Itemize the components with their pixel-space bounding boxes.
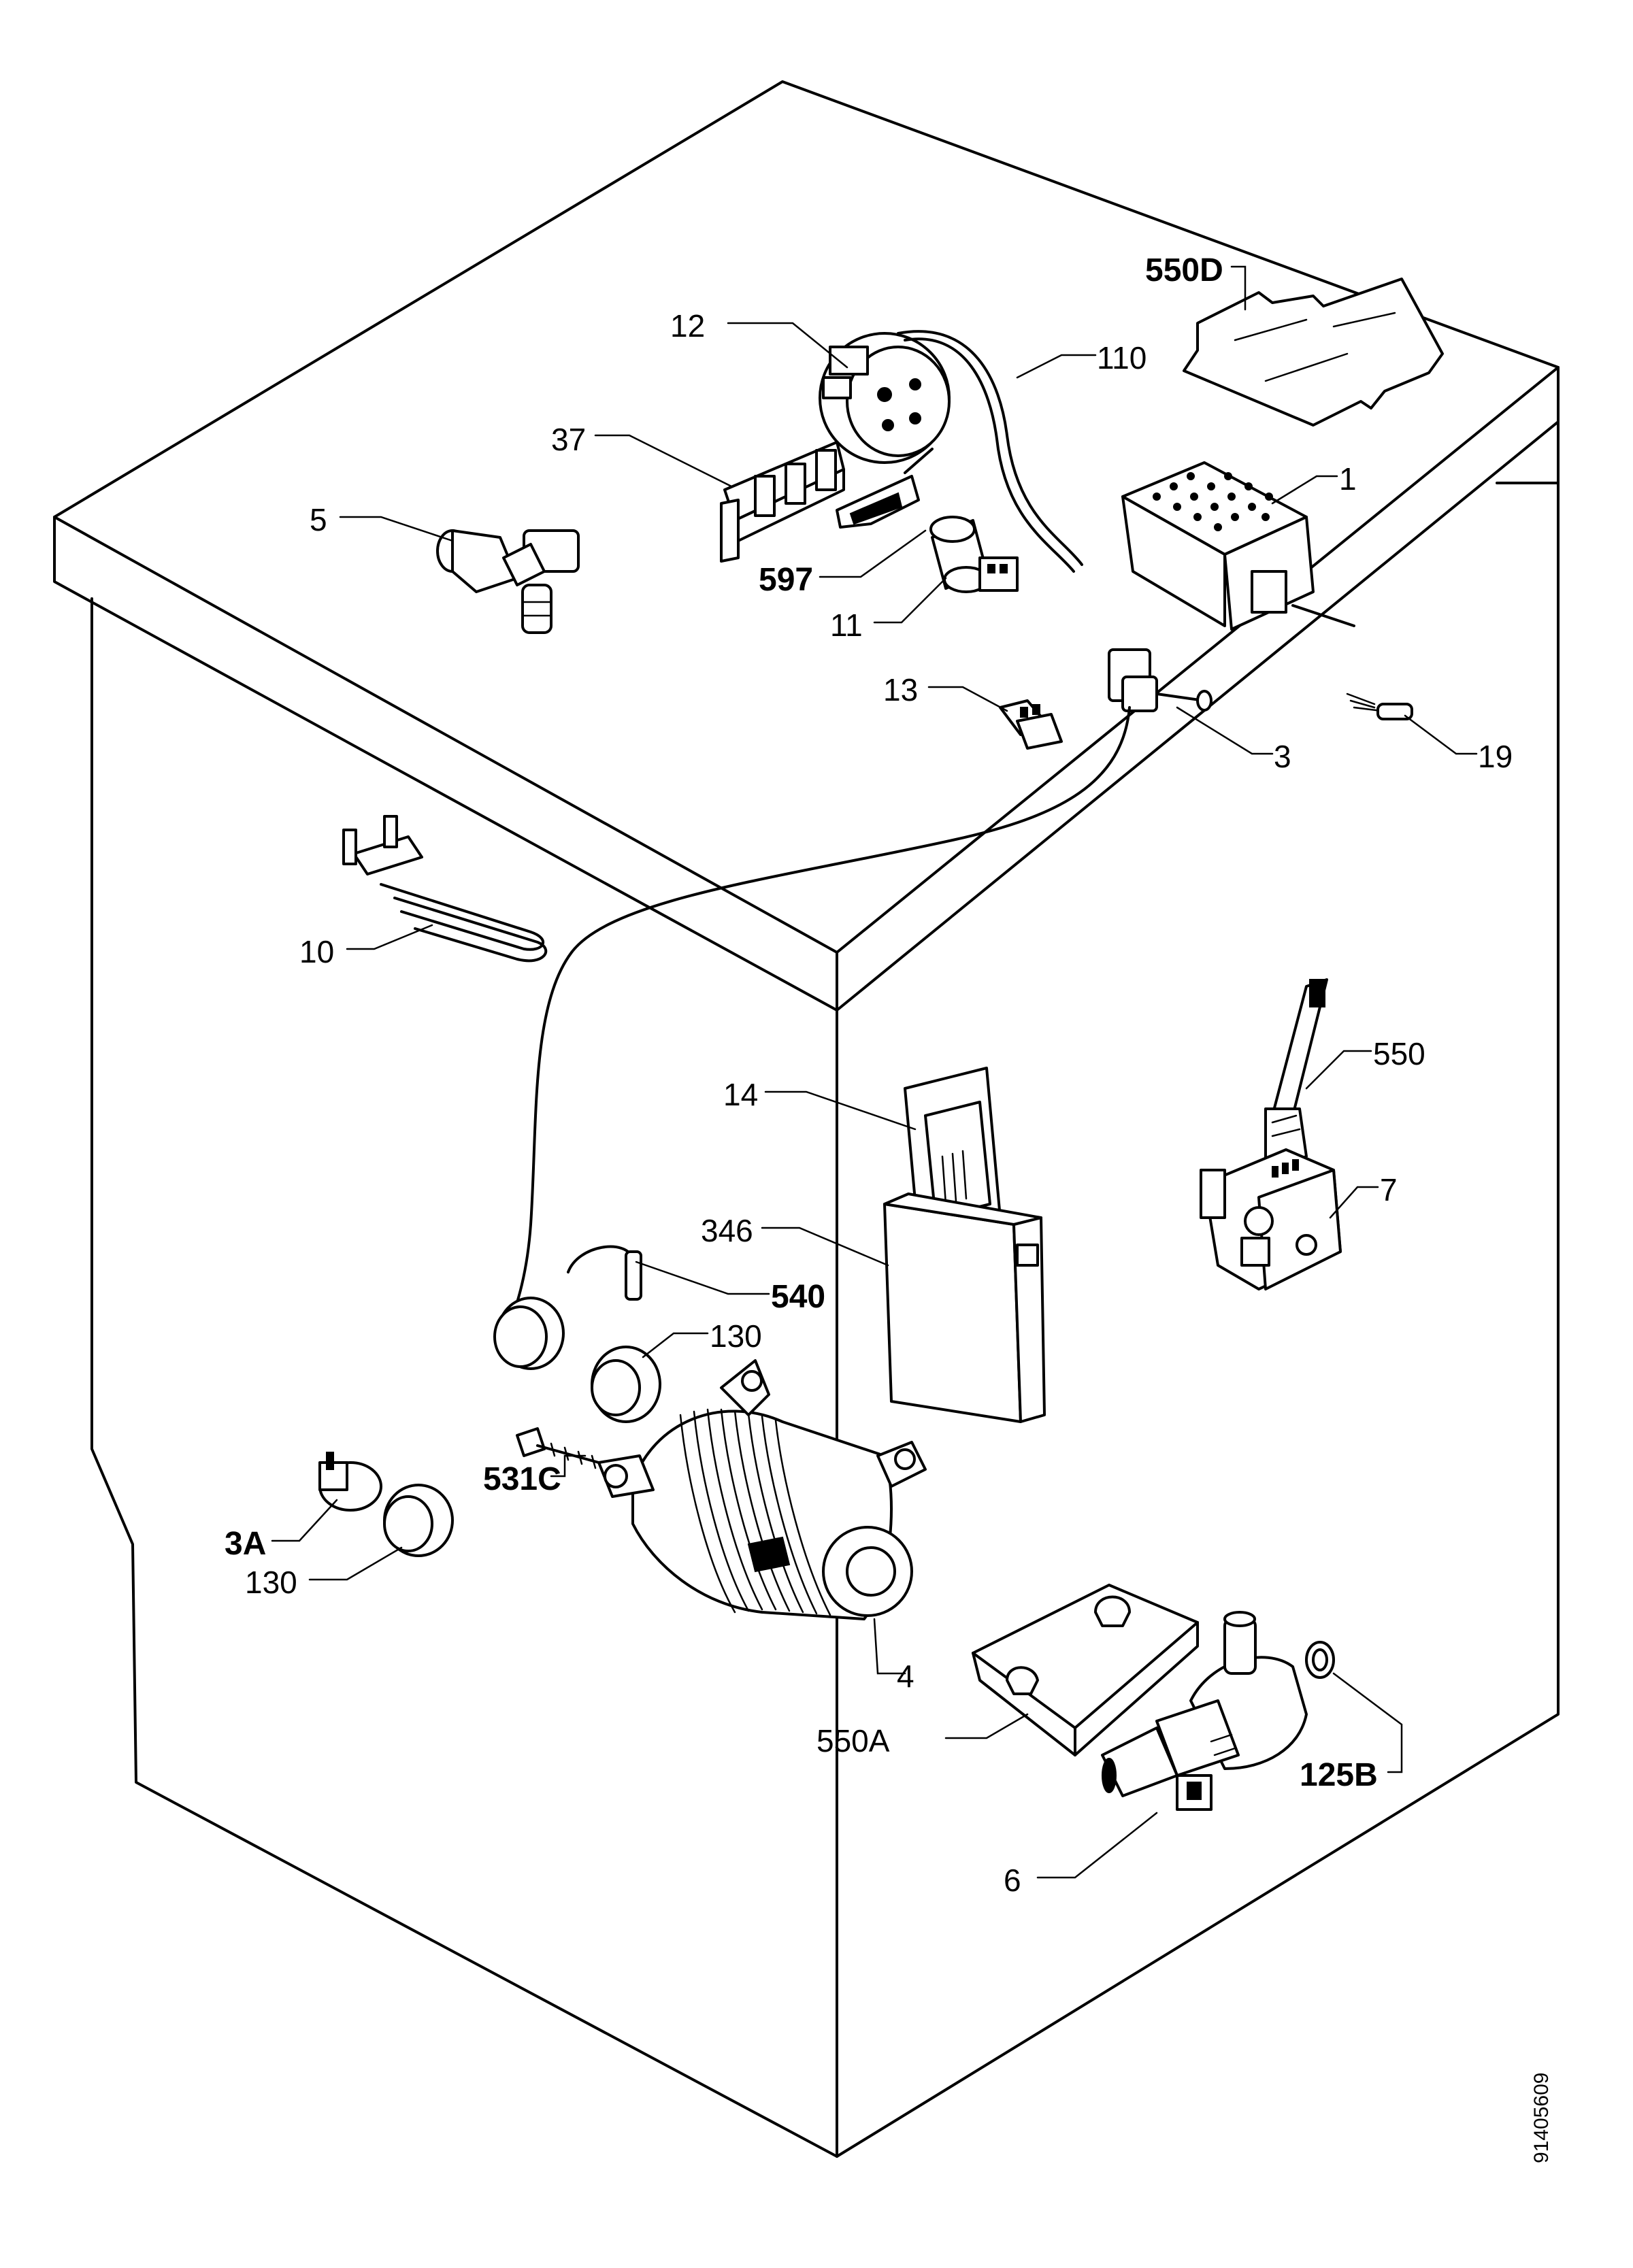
label-7: 7 [1380, 1172, 1398, 1207]
label-5: 5 [310, 502, 327, 537]
label-10: 10 [299, 934, 334, 969]
label-125b: 125B [1300, 1757, 1378, 1793]
label-4: 4 [897, 1658, 914, 1694]
sensor-19 [1346, 693, 1413, 720]
capacitor-11 [929, 516, 1019, 593]
grommet-130-upper [591, 1346, 661, 1423]
label-13: 13 [883, 672, 918, 707]
label-6: 6 [1004, 1863, 1021, 1898]
hose-110 [897, 330, 1083, 573]
clamp-540 [567, 1245, 642, 1301]
door-lock-7 [1200, 1148, 1342, 1290]
part-labels: 550D 12 110 37 5 1 597 11 13 3 19 10 550… [225, 252, 1513, 1898]
pressure-switch-12 [819, 332, 951, 464]
label-531c: 531C [483, 1461, 561, 1497]
thermostat-3 [509, 648, 1213, 1321]
label-550a: 550A [816, 1723, 890, 1758]
label-130-upper: 130 [710, 1318, 762, 1354]
door-lock-lever-550 [1264, 978, 1328, 1171]
label-1: 1 [1339, 461, 1357, 497]
support-550a [972, 1584, 1199, 1756]
programmer-module-1 [1121, 461, 1355, 631]
filter-panel-14 [904, 1067, 1002, 1239]
label-37: 37 [551, 422, 586, 457]
label-14: 14 [723, 1077, 758, 1112]
cover-plate-550d [1183, 278, 1444, 427]
thermostat-3a [318, 1452, 382, 1512]
label-346: 346 [701, 1213, 753, 1248]
leader-lines [271, 265, 1478, 1879]
valve-5 [436, 529, 580, 634]
label-11: 11 [830, 607, 863, 643]
heating-element-10 [342, 815, 548, 963]
clip-597 [836, 448, 934, 529]
filter-box-346 [883, 1193, 1046, 1423]
label-19: 19 [1478, 739, 1513, 774]
grommet-capillary [493, 1297, 565, 1370]
o-ring-125b [1305, 1641, 1335, 1679]
label-597: 597 [759, 562, 813, 598]
label-550d: 550D [1145, 252, 1223, 288]
screw-531c [516, 1427, 600, 1469]
drain-pump-6 [1101, 1611, 1308, 1811]
label-130-lower: 130 [245, 1565, 297, 1600]
grommet-130-lower [383, 1484, 454, 1557]
label-12: 12 [670, 308, 705, 344]
label-550: 550 [1373, 1036, 1425, 1071]
motor-4 [597, 1359, 927, 1620]
label-3a: 3A [225, 1526, 266, 1562]
label-540: 540 [771, 1279, 825, 1315]
document-id: 91405609 [1530, 2073, 1553, 2163]
label-110: 110 [1097, 340, 1147, 376]
label-3: 3 [1274, 739, 1291, 774]
connector-13 [999, 699, 1063, 750]
terminal-block-37 [720, 441, 845, 563]
